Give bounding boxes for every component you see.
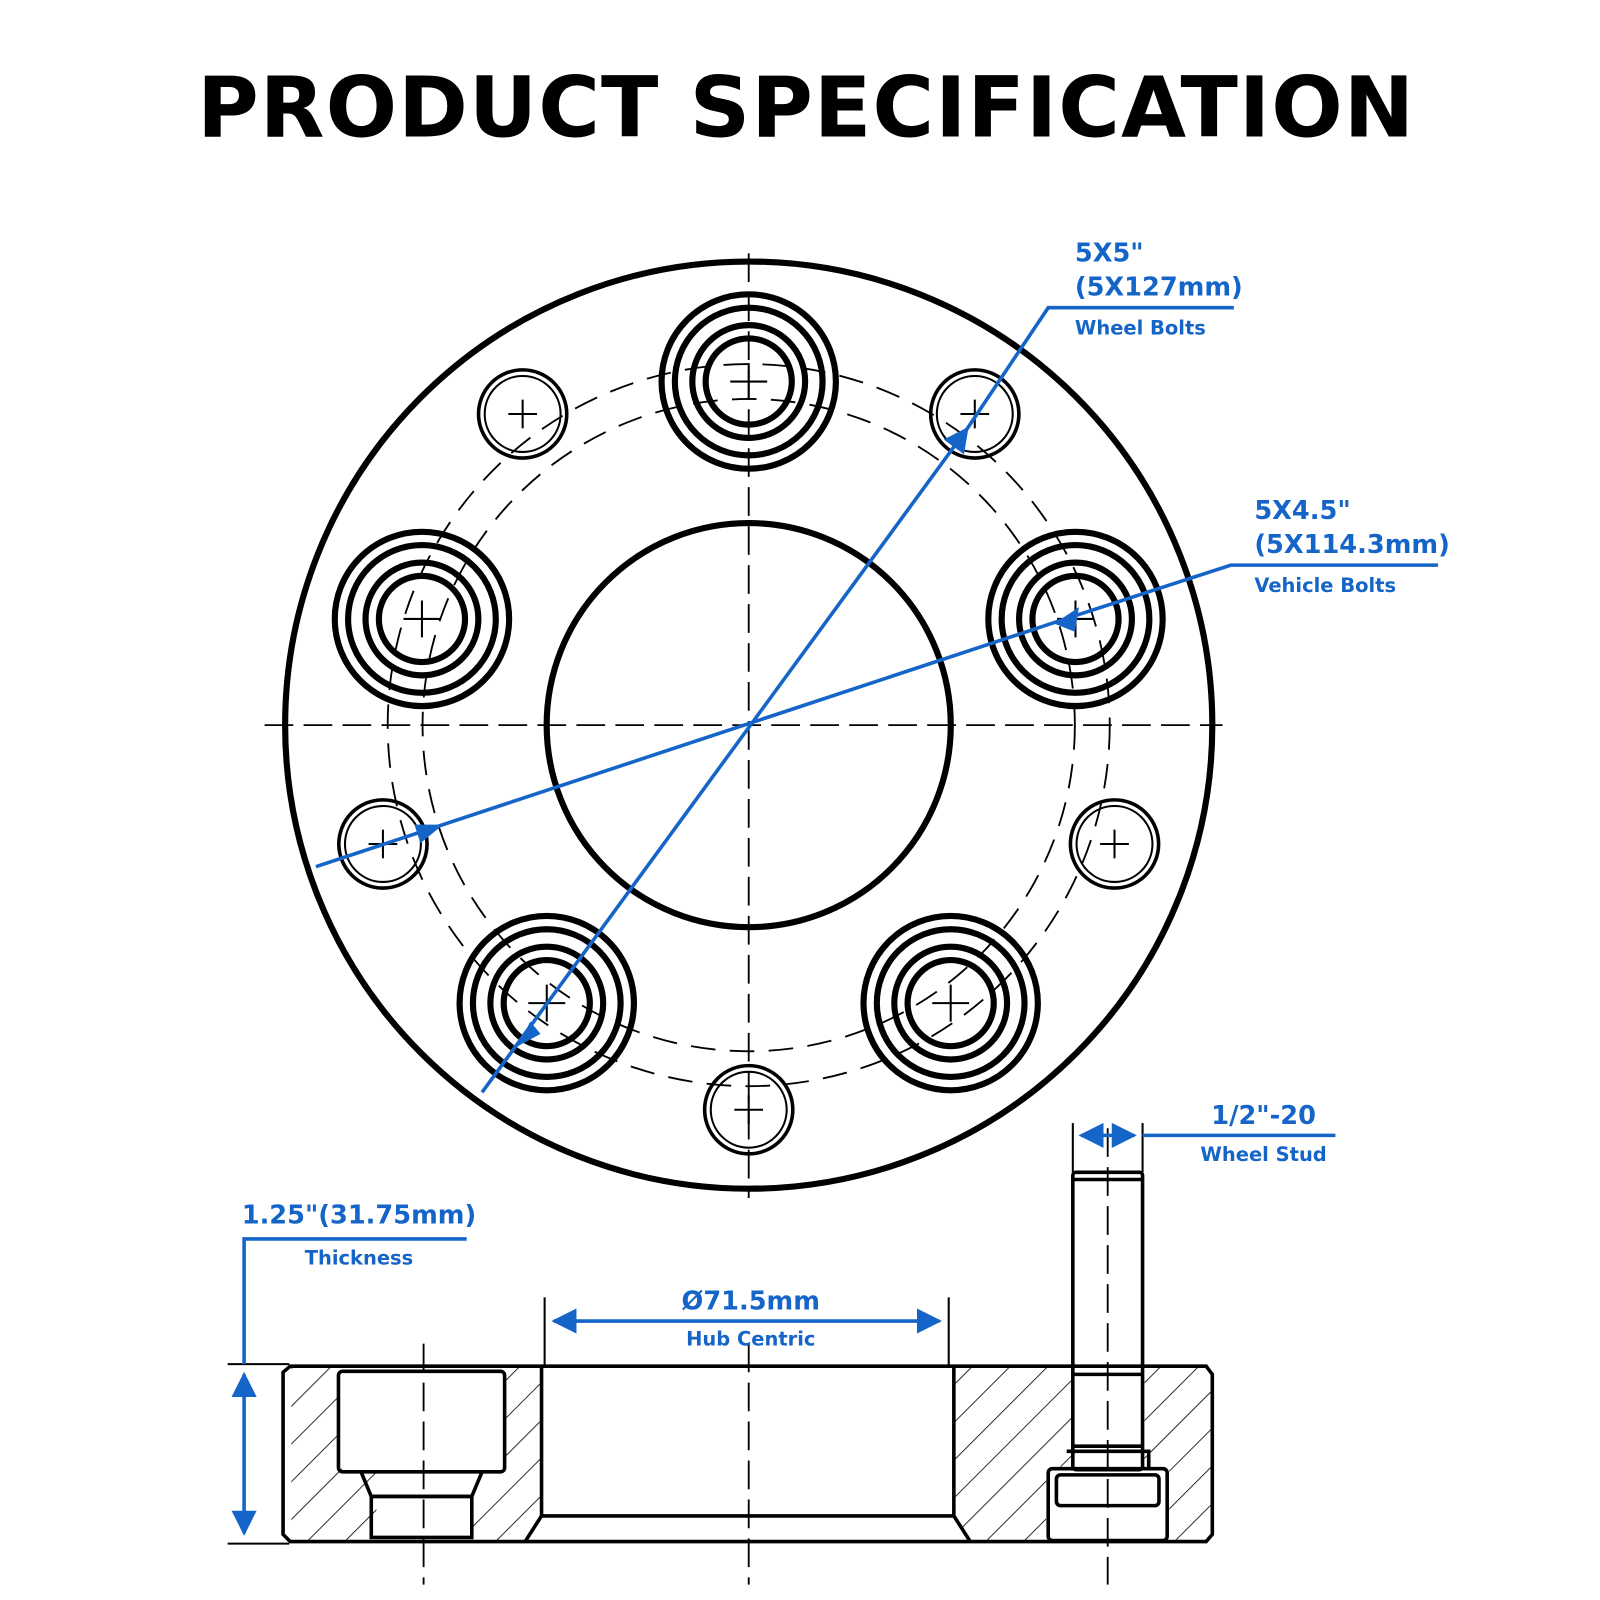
hub-centric-value: Ø71.5mm xyxy=(682,1287,820,1317)
thickness-value: 1.25"(31.75mm) xyxy=(242,1201,476,1231)
outer-disc xyxy=(282,258,1216,1192)
arrow-icon xyxy=(517,1021,541,1047)
section-view xyxy=(281,1128,1215,1585)
hub-bore xyxy=(543,520,954,931)
page-title: PRODUCT SPECIFICATION xyxy=(197,58,1415,156)
wheel-bolt-hole xyxy=(658,291,839,472)
vehicle-bolts-caption: Vehicle Bolts xyxy=(1254,574,1396,597)
wheel-stud-caption: Wheel Stud xyxy=(1200,1143,1326,1166)
vehicle-bolt-hole xyxy=(702,1063,795,1156)
vehicle-bolt-hole xyxy=(337,798,429,890)
wheel-bolts-caption: Wheel Bolts xyxy=(1075,316,1206,339)
wheel-bolts-value-imperial: 5X5" xyxy=(1075,239,1144,269)
vehicle-bolt-holes xyxy=(337,368,1161,1156)
wheel-bolt-hole xyxy=(985,528,1166,710)
leader-line xyxy=(965,305,1234,430)
hub-centric-dimension: Ø71.5mm Hub Centric xyxy=(543,1287,950,1367)
wheel-bolt-hole xyxy=(456,912,638,1094)
wheel-bolt-hole xyxy=(331,528,513,710)
vehicle-bolt-hole xyxy=(1068,798,1161,890)
vehicle-bolts-value-metric: (5X114.3mm) xyxy=(1254,530,1449,560)
wheel-bolt-hole xyxy=(860,912,1041,1094)
wheel-bolts-value-metric: (5X127mm) xyxy=(1075,272,1243,302)
wheel-stud-dimension: 1/2"-20 Wheel Stud xyxy=(1071,1101,1336,1173)
wheel-stud-value: 1/2"-20 xyxy=(1211,1101,1316,1131)
vehicle-bolt-hole xyxy=(476,368,569,460)
wheel-bolts-dimension: 5X5" (5X127mm) Wheel Bolts xyxy=(480,239,1243,1094)
arrow-icon xyxy=(414,824,444,844)
vehicle-bolts-value-imperial: 5X4.5" xyxy=(1254,496,1350,526)
bolt-circle-outer xyxy=(386,363,1111,1088)
leader-line xyxy=(242,1237,467,1365)
vehicle-bolt-hole xyxy=(928,368,1021,460)
vehicle-bolts-dimension: 5X4.5" (5X114.3mm) Vehicle Bolts xyxy=(315,496,1450,869)
leader-line xyxy=(1066,563,1438,621)
thickness-dimension: 1.25"(31.75mm) Thickness xyxy=(227,1201,476,1545)
wheel-bolt-holes xyxy=(331,291,1166,1094)
thickness-caption: Thickness xyxy=(305,1247,414,1270)
front-view xyxy=(264,253,1223,1198)
arrow-icon xyxy=(1054,607,1079,632)
hub-centric-caption: Hub Centric xyxy=(686,1328,815,1351)
wheel-bolt-diameter-line xyxy=(480,426,969,1094)
